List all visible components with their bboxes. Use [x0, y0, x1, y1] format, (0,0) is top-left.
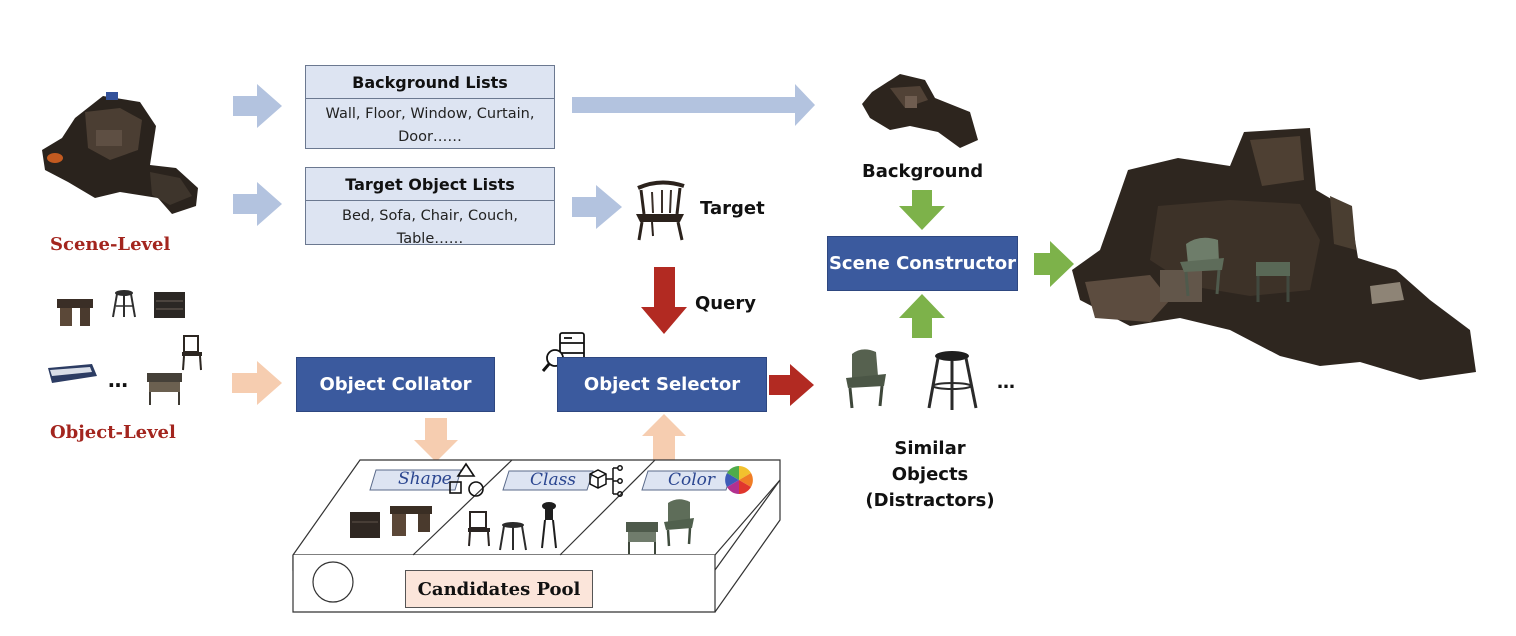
scene-level-scan [42, 92, 198, 214]
shape-icon [449, 462, 484, 497]
pool-tab-shape: Shape [398, 469, 452, 489]
background-list-box: Background Lists Wall, Floor, Window, Cu… [305, 65, 555, 149]
target-list-line1: Bed, Sofa, Chair, Couch, [342, 208, 518, 224]
similar-objects-line1: Similar Objects [891, 438, 969, 485]
target-chair [636, 180, 685, 241]
color-wheel-icon [725, 466, 753, 494]
distractor-ellipsis: … [997, 372, 1015, 393]
arrow-objects-to-collator [232, 361, 282, 405]
object-level-ellipsis: … [108, 368, 128, 392]
similar-objects-label: Similar Objects (Distractors) [855, 436, 1005, 514]
scene-level-label: Scene-Level [50, 234, 171, 255]
pool-tab-class: Class [530, 470, 577, 490]
pool-class-objects [468, 502, 557, 551]
arrow-selector-to-distractors [769, 364, 814, 406]
object-level-thumbnails [48, 290, 202, 405]
arrow-background-to-constructor [899, 190, 945, 230]
object-level-label: Object-Level [50, 422, 176, 443]
candidates-pool-label: Candidates Pool [405, 570, 593, 608]
arrow-collator-to-pool [414, 418, 458, 462]
distractor-stool [927, 351, 978, 410]
arrow-constructor-to-output [1034, 241, 1074, 287]
background-list-title: Background Lists [306, 66, 554, 99]
pool-tab-color: Color [668, 470, 716, 490]
query-arrow [641, 267, 687, 334]
pool-circle [312, 561, 354, 603]
class-hierarchy-icon [589, 465, 623, 497]
object-selector-box: Object Selector [557, 357, 767, 412]
background-label: Background [862, 161, 984, 182]
arrow-distractors-to-constructor [899, 294, 945, 338]
background-list-line2: Door…… [398, 129, 462, 145]
arrow-scene-to-background-list [233, 84, 282, 128]
distractor-chair [846, 349, 886, 409]
pool-color-objects [626, 499, 694, 554]
arrow-scene-to-target-list [233, 182, 282, 226]
similar-objects-line2: (Distractors) [865, 490, 995, 511]
query-label: Query [695, 293, 756, 314]
arrow-background-list-to-background [572, 84, 815, 126]
target-list-box: Target Object Lists Bed, Sofa, Chair, Co… [305, 167, 555, 247]
scene-constructor-box: Scene Constructor [827, 236, 1018, 291]
target-list-line2: Table…… [396, 231, 464, 247]
object-collator-box: Object Collator [296, 357, 495, 412]
arrow-target-list-to-target [572, 185, 622, 229]
target-list-title: Target Object Lists [306, 168, 554, 201]
pool-shape-objects [350, 506, 432, 538]
background-list-line1: Wall, Floor, Window, Curtain, [325, 106, 535, 122]
background-scene [862, 74, 978, 148]
target-label: Target [700, 198, 765, 219]
arrow-pool-to-selector [642, 414, 686, 460]
constructed-scene [1072, 128, 1476, 380]
